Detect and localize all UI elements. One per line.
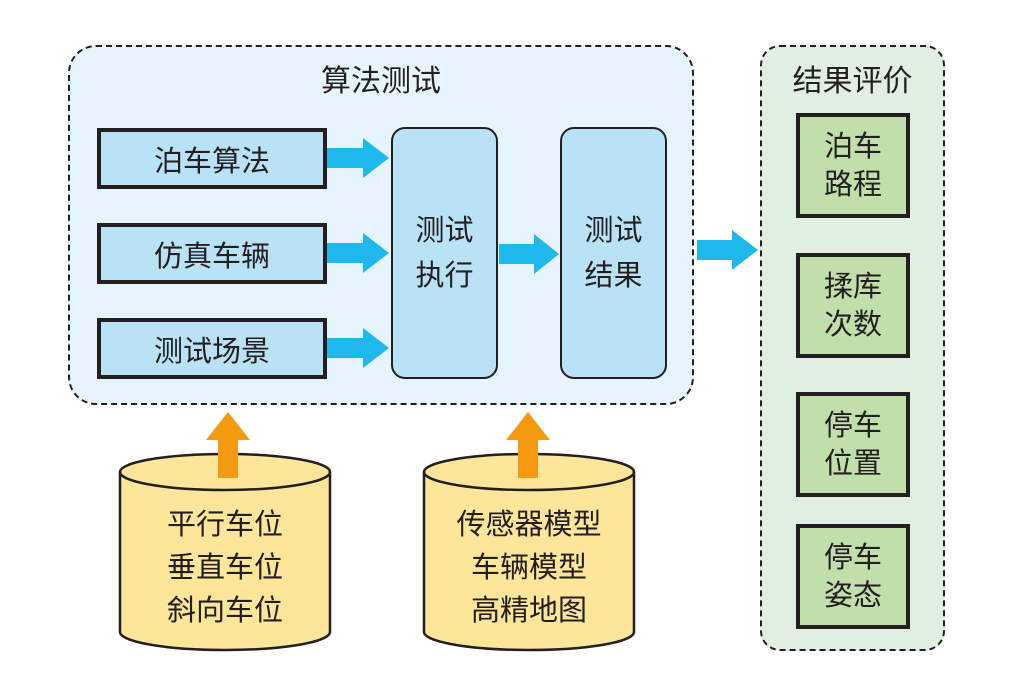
box-line: 泊车 xyxy=(823,128,882,163)
eval-parking-position: 停车 位置 xyxy=(796,392,910,497)
database-cylinder-models xyxy=(422,452,636,652)
box-line: 结果 xyxy=(584,258,643,292)
input-label: 仿真车辆 xyxy=(153,238,270,273)
eval-parking-distance: 泊车 路程 xyxy=(796,113,910,218)
input-label: 测试场景 xyxy=(153,333,270,368)
box-line: 次数 xyxy=(823,306,882,341)
evaluation-title: 结果评价 xyxy=(792,64,913,99)
box-line: 位置 xyxy=(823,445,882,480)
box-line: 停车 xyxy=(823,407,882,442)
box-line: 执行 xyxy=(415,258,474,292)
box-line: 停车 xyxy=(823,539,882,574)
database-cylinder-parking-slots xyxy=(118,452,332,652)
database-line: 斜向车位 xyxy=(166,592,283,627)
arrow-sim-vehicle-to-execution xyxy=(327,233,389,273)
arrow-db1-to-algorithm-test xyxy=(206,412,250,478)
input-simulated-vehicle: 仿真车辆 xyxy=(97,223,327,284)
database-line: 车辆模型 xyxy=(470,549,587,584)
test-result-box: 测试 结果 xyxy=(560,127,667,379)
test-execution-box: 测试 执行 xyxy=(391,127,498,379)
eval-maneuver-count: 揉库 次数 xyxy=(796,253,910,358)
eval-parking-attitude: 停车 姿态 xyxy=(796,524,910,629)
input-test-scenario: 测试场景 xyxy=(97,318,327,379)
box-line: 测试 xyxy=(415,213,474,248)
database-line: 高精地图 xyxy=(470,592,587,627)
database-line: 传感器模型 xyxy=(456,507,602,541)
algorithm-test-title: 算法测试 xyxy=(321,64,441,99)
input-parking-algorithm: 泊车算法 xyxy=(97,128,327,189)
database-parking-slots-text: 平行车位 垂直车位 斜向车位 xyxy=(120,503,330,632)
database-line: 平行车位 xyxy=(166,507,283,541)
box-line: 路程 xyxy=(823,166,882,201)
box-line: 姿态 xyxy=(823,577,882,612)
arrow-scenario-to-execution xyxy=(327,328,389,368)
box-line: 测试 xyxy=(584,213,643,248)
arrow-result-to-evaluation xyxy=(697,230,758,270)
arrow-db2-to-algorithm-test xyxy=(506,412,550,478)
input-label: 泊车算法 xyxy=(153,143,270,178)
database-line: 垂直车位 xyxy=(166,549,283,584)
database-models-text: 传感器模型 车辆模型 高精地图 xyxy=(424,503,634,632)
arrow-parking-algorithm-to-execution xyxy=(327,138,389,178)
box-line: 揉库 xyxy=(823,268,882,303)
arrow-execution-to-result xyxy=(499,234,559,274)
